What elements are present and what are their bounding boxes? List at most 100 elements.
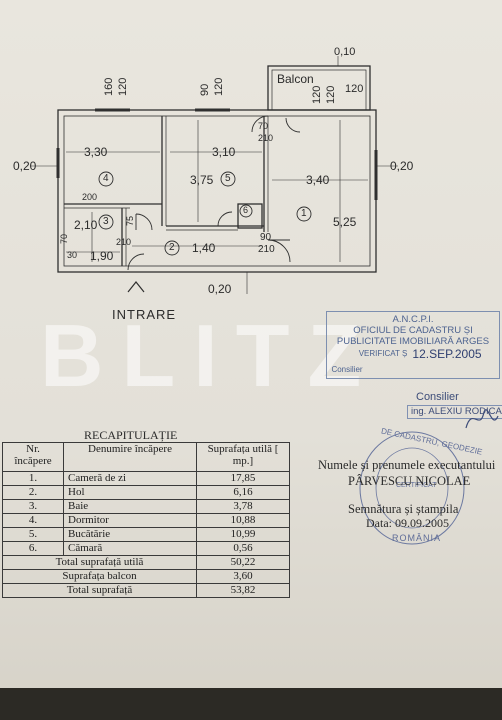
dim-top-90: 90	[199, 83, 211, 96]
header-nr: Nr. încăpere	[2, 442, 64, 472]
executant-date: Data: 09.09.2005	[366, 516, 449, 530]
row-name: Cameră de zi	[63, 471, 197, 486]
dim-bath-width: 1,90	[90, 249, 114, 263]
row-nr: 3.	[2, 499, 64, 514]
total-label: Total suprafață utilă	[2, 555, 197, 570]
row-name: Baie	[63, 499, 197, 514]
balcony-label: Balcon	[277, 72, 314, 86]
header-name: Denumire încăpere	[63, 442, 197, 472]
row-name: Bucătărie	[63, 527, 197, 542]
row-area: 3,78	[196, 499, 290, 514]
stamp-line2: OFICIUL DE CADASTRU ȘI	[353, 325, 473, 336]
floor-plan-drawing	[0, 0, 502, 440]
stamp-line1: A.N.C.P.I.	[392, 314, 434, 325]
dim-room5-width: 3,10	[212, 145, 236, 159]
recap-title: RECAPITULAȚIE	[84, 428, 178, 442]
signature-scribble	[465, 409, 499, 429]
dim-200: 200	[82, 192, 98, 202]
room-circle-5	[220, 171, 236, 187]
dim-bath-depth: 2,10	[74, 218, 98, 232]
room-circle-3	[98, 214, 114, 230]
stamp-date: 12.SEP.2005	[412, 347, 482, 361]
room-circle-1	[296, 206, 312, 222]
room-number-1: 1	[301, 208, 307, 219]
room-circle-6	[239, 204, 253, 218]
dim-right-020: 0,20	[390, 159, 414, 173]
door-210b: 210	[258, 244, 275, 255]
row-name: Hol	[63, 485, 197, 500]
room-number-3: 3	[103, 216, 109, 227]
dim-top-120c: 120	[311, 85, 323, 104]
total-value: 3,60	[196, 569, 290, 584]
room-number-6: 6	[243, 205, 249, 215]
executant-heading: Numele și prenumele executantului	[318, 458, 496, 472]
room-number-4: 4	[103, 173, 109, 184]
row-area: 0,56	[196, 541, 290, 556]
row-nr: 2.	[2, 485, 64, 500]
dim-room5-depth: 3,75	[190, 173, 214, 187]
stamp-line3: PUBLICITATE IMOBILIARĂ ARGES	[336, 336, 490, 347]
room-circle-4	[98, 171, 114, 187]
dim-balcony-010: 0,10	[334, 46, 356, 58]
room-number-2: 2	[169, 242, 175, 253]
total-label: Total suprafață	[2, 583, 197, 598]
dim-hall-width: 1,40	[192, 241, 216, 255]
row-nr: 5.	[2, 527, 64, 542]
outer-wall	[57, 109, 377, 273]
dim-bottom-020: 0,20	[208, 282, 232, 296]
entrance-label: INTRARE	[112, 307, 177, 322]
dim-30: 30	[67, 250, 78, 260]
dim-top-120b: 120	[213, 77, 225, 96]
room-number-5: 5	[225, 173, 231, 184]
pantry-outline	[237, 203, 263, 229]
header-area: Suprafața utilă [ mp.]	[196, 442, 290, 472]
dim-70: 70	[59, 233, 69, 244]
dim-left-020: 0,20	[13, 159, 37, 173]
dim-top-120e: 120	[345, 83, 364, 95]
entrance-arrow-icon	[127, 281, 145, 293]
row-name: Cămară	[63, 541, 197, 556]
dim-top-120d: 120	[325, 85, 337, 104]
row-nr: 4.	[2, 513, 64, 528]
background-surface	[0, 688, 502, 720]
recap-header-row: Nr. încăpere Denumire încăpere Suprafața…	[2, 442, 290, 472]
door-70: 70	[258, 121, 269, 131]
total-value: 50,22	[196, 555, 290, 570]
row-nr: 1.	[2, 471, 64, 486]
dim-top-160: 160	[103, 77, 115, 96]
blitz-watermark: BLITZ	[40, 306, 380, 405]
stamp-consilier: Consilier	[416, 391, 459, 403]
row-area: 10,99	[196, 527, 290, 542]
total-label: Suprafața balcon	[2, 569, 197, 584]
executant-sign: Semnătura și ștampila	[348, 502, 459, 516]
stamp-verificat: VERIFICAT Ș	[358, 349, 408, 358]
ancpi-stamp: A.N.C.P.I. OFICIUL DE CADASTRU ȘI PUBLIC…	[326, 311, 500, 379]
stamp-consilier-name: ing. ALEXIU RODICA	[407, 405, 502, 419]
door-210: 210	[258, 133, 274, 143]
seal-bottom-text: ROMÂNIA	[392, 533, 442, 543]
dim-room4-width: 3,30	[84, 145, 108, 159]
dim-room1-width: 3,40	[306, 173, 330, 187]
door-210c: 210	[116, 237, 132, 247]
row-area: 6,16	[196, 485, 290, 500]
door-75: 75	[125, 215, 135, 226]
room-circle-2	[164, 240, 180, 256]
dim-room1-depth: 5,25	[333, 215, 357, 229]
door-90: 90	[260, 232, 272, 243]
stamp-consilier-small: Consilier	[331, 365, 363, 374]
dim-top-120a: 120	[117, 77, 129, 96]
total-value: 53,82	[196, 583, 290, 598]
row-name: Dormitor	[63, 513, 197, 528]
seal-center-text: CERTIFICAT	[396, 482, 437, 489]
executant-name: PÂRVESCU NICOLAE	[348, 474, 471, 488]
row-area: 10,88	[196, 513, 290, 528]
recap-table: Nr. încăpere Denumire încăpere Suprafața…	[2, 442, 290, 598]
